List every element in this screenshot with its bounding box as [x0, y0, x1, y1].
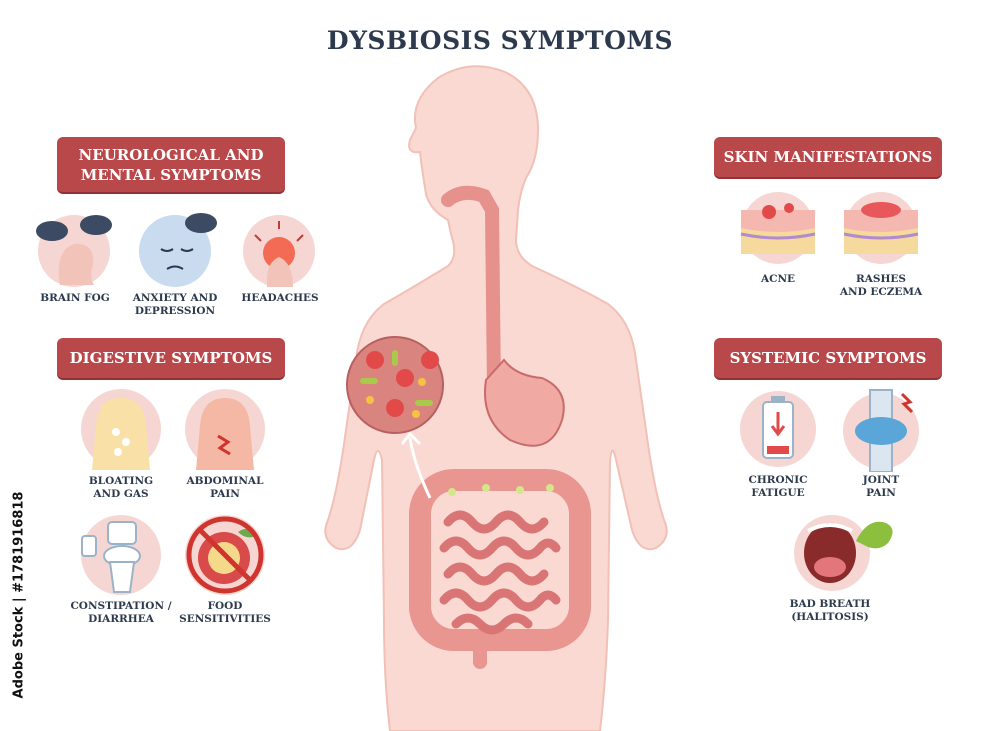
- battery-icon: [740, 391, 816, 467]
- digestive-heading: DIGESTIVE SYMPTOMS: [69, 349, 273, 367]
- skin-heading: SKIN MANIFESTATIONS: [723, 148, 933, 166]
- esophagus: [441, 185, 501, 397]
- rash-icon: [843, 192, 919, 264]
- food-sensitivities-label: FOOD SENSITIVITIES: [179, 600, 271, 625]
- neurological-heading: NEUROLOGICAL AND MENTAL SYMPTOMS: [78, 145, 264, 184]
- headaches-label: HEADACHES: [241, 292, 319, 304]
- chronic-fatigue-label: CHRONIC FATIGUE: [748, 474, 808, 499]
- rashes-label: RASHES AND ECZEMA: [839, 273, 923, 298]
- acne-label: ACNE: [760, 273, 796, 285]
- abdominal-pain-label: ABDOMINAL PAIN: [186, 475, 264, 500]
- neurological-banner: NEUROLOGICAL AND MENTAL SYMPTOMS: [57, 137, 285, 192]
- mouth-icon: [794, 515, 893, 591]
- digestive-banner: DIGESTIVE SYMPTOMS: [57, 338, 285, 378]
- brain-fog-icon: [36, 215, 112, 287]
- joint-icon: [843, 389, 919, 472]
- bloating-icon: [81, 389, 161, 470]
- acne-icon: [740, 192, 816, 264]
- toilet-icon: [81, 515, 161, 595]
- headache-icon: [243, 215, 315, 287]
- bad-breath-label: BAD BREATH (HALITOSIS): [789, 598, 871, 623]
- stock-watermark: Adobe Stock | #1781916818: [4, 470, 34, 720]
- small-intestine: [439, 510, 561, 635]
- large-intestine: [409, 469, 591, 651]
- abdominal-pain-icon: [185, 389, 265, 470]
- colon-bacteria: [448, 484, 554, 496]
- human-body-illustration: [324, 65, 668, 731]
- watermark-text: Adobe Stock | #1781916818: [11, 491, 27, 699]
- joint-pain-label: JOINT PAIN: [862, 474, 900, 499]
- bloating-label: BLOATING AND GAS: [88, 475, 154, 500]
- page-title: DYSBIOSIS SYMPTOMS: [326, 26, 674, 55]
- stomach: [484, 358, 565, 447]
- anxiety-label: ANXIETY AND DEPRESSION: [132, 292, 218, 317]
- skin-banner: SKIN MANIFESTATIONS: [714, 137, 942, 177]
- brain-fog-label: BRAIN FOG: [40, 292, 110, 304]
- anxiety-icon: [139, 213, 217, 287]
- constipation-label: CONSTIPATION / DIARRHEA: [70, 600, 172, 625]
- systemic-banner: SYSTEMIC SYMPTOMS: [714, 338, 942, 378]
- food-sensitivity-icon: [185, 515, 265, 595]
- systemic-heading: SYSTEMIC SYMPTOMS: [729, 349, 927, 367]
- bacteria-magnifier-icon: [346, 336, 444, 499]
